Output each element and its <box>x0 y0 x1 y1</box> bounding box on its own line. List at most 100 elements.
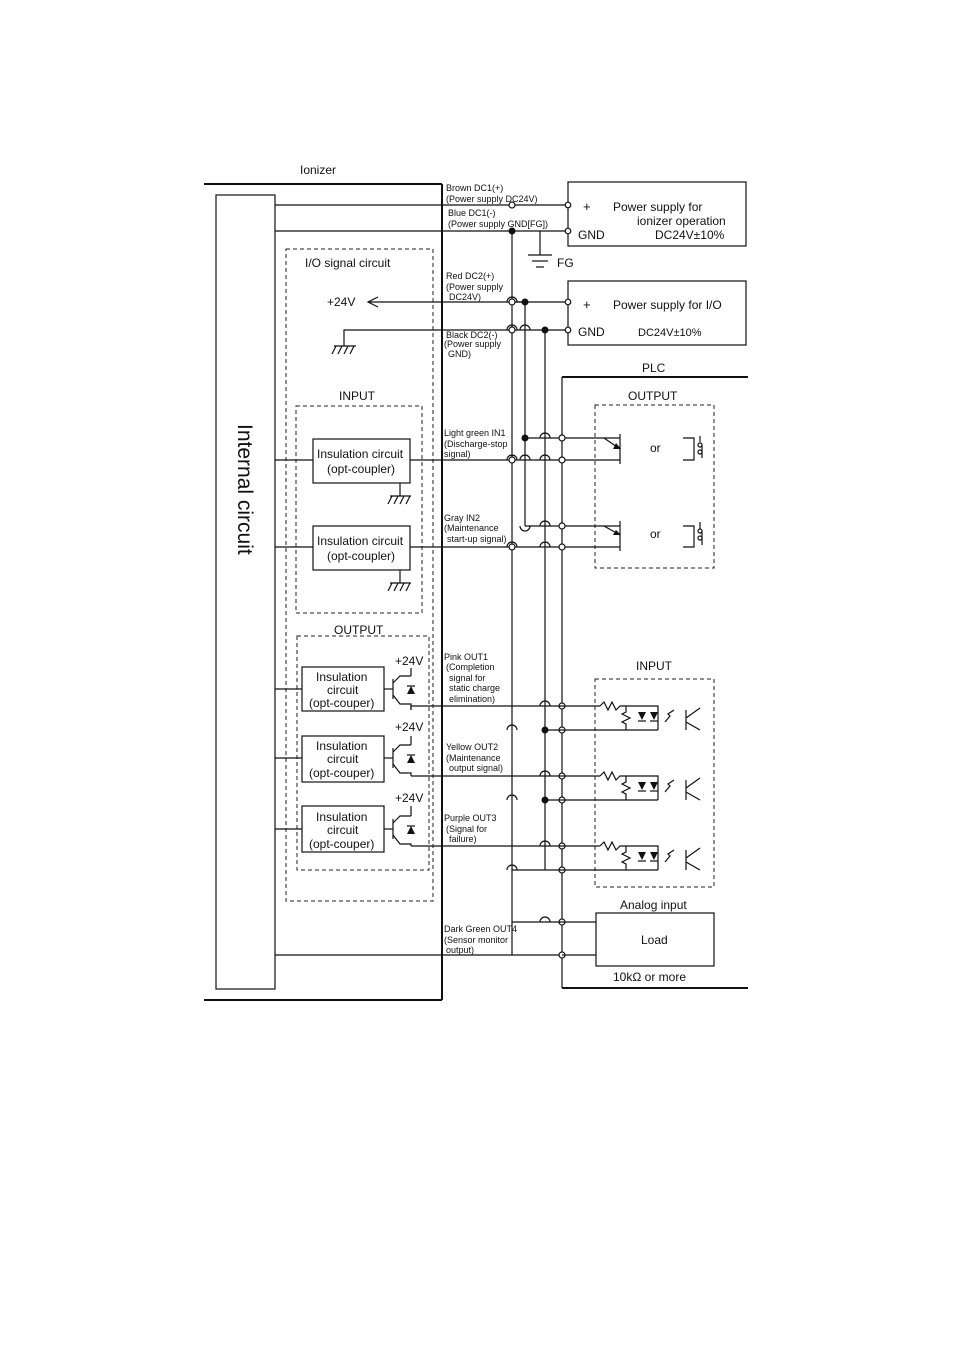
io-signal-circuit-box <box>285 248 434 902</box>
svg-text:Black DC2(-): Black DC2(-) <box>446 330 498 340</box>
psu-ionizer-line2: ionizer operation <box>637 214 726 228</box>
out3-box-line3: (opt-couper) <box>309 837 374 851</box>
input-insulation-circuit-2 <box>312 525 411 571</box>
svg-text:output): output) <box>446 945 474 955</box>
svg-text:(Discharge-stop: (Discharge-stop <box>444 439 508 449</box>
internal-circuit-box <box>215 194 276 990</box>
output-section-label: OUTPUT <box>334 623 384 637</box>
out2-transistor-icon <box>384 736 415 776</box>
svg-text:GND): GND) <box>448 349 471 359</box>
io-ground-icon <box>331 345 356 355</box>
svg-text:DC24V): DC24V) <box>449 292 481 302</box>
out2-box-line1: Insulation <box>316 739 367 753</box>
wire-label-pink: Pink OUT1 (Completion signal for static … <box>444 652 500 704</box>
out1-transistor-icon <box>384 668 415 710</box>
load-label: Load <box>641 933 668 947</box>
fg-label: FG <box>557 256 574 270</box>
psu-ionizer-rating: DC24V±10% <box>655 228 725 242</box>
out1-box-line2: circuit <box>327 683 359 697</box>
svg-text:(Sensor monitor: (Sensor monitor <box>444 935 508 945</box>
psu-ionizer-plus-terminal <box>564 201 572 209</box>
plc-output-box <box>594 404 715 569</box>
plc-input-3-optocoupler-icon <box>599 840 701 871</box>
svg-text:Dark Green OUT4: Dark Green OUT4 <box>444 924 517 934</box>
out1-box-line1: Insulation <box>316 670 367 684</box>
psu-ionizer-gnd-terminal <box>564 227 572 235</box>
svg-text:(Power supply: (Power supply <box>446 282 504 292</box>
load-box <box>595 912 715 967</box>
load-resistance-label: 10kΩ or more <box>613 970 686 984</box>
psu-io-box <box>567 280 747 346</box>
out2-box-line2: circuit <box>327 752 359 766</box>
input-section-label: INPUT <box>339 389 376 403</box>
svg-text:start-up signal): start-up signal) <box>447 534 507 544</box>
wire-label-light-green: Light green IN1 (Discharge-stop signal) <box>444 428 508 459</box>
svg-text:elimination): elimination) <box>449 694 495 704</box>
svg-text:signal for: signal for <box>449 673 486 683</box>
svg-text:failure): failure) <box>449 834 477 844</box>
input-insulation-2-line2: (opt-coupler) <box>327 549 395 563</box>
plc-input-box <box>594 678 715 888</box>
out3-box-line2: circuit <box>327 823 359 837</box>
input-section-box <box>295 405 423 614</box>
ionizer-label: Ionizer <box>300 163 336 177</box>
bus-crossings <box>506 296 551 548</box>
input-insulation-2-line1: Insulation circuit <box>317 534 404 548</box>
out3-plus24v-label: +24V <box>395 791 423 805</box>
out3-transistor-icon <box>384 806 415 846</box>
plc-out2-transistor-icon <box>603 521 621 551</box>
out2-plus24v-label: +24V <box>395 720 423 734</box>
out2-box-line3: (opt-couper) <box>309 766 374 780</box>
svg-text:(Maintenance: (Maintenance <box>444 523 499 533</box>
psu-ionizer-line1: Power supply for <box>613 200 702 214</box>
psu-io-plus-terminal <box>564 298 572 306</box>
svg-text:(Power supply GND[FG]): (Power supply GND[FG]) <box>448 219 548 229</box>
out3-box-line1: Insulation <box>316 810 367 824</box>
wire-label-brown: Brown DC1(+) (Power supply DC24V) <box>446 183 538 204</box>
io-signal-circuit-label: I/O signal circuit <box>305 256 391 270</box>
wire-label-blue: Blue DC1(-) (Power supply GND[FG]) <box>448 208 548 229</box>
psu-ionizer-gnd: GND <box>578 228 605 242</box>
output-insulation-circuit-2 <box>301 735 385 783</box>
plc-label: PLC <box>642 361 666 375</box>
svg-text:(Maintenance: (Maintenance <box>446 753 501 763</box>
io-gnd-wire <box>343 329 510 346</box>
plc-input-label: INPUT <box>636 659 673 673</box>
plus24v-label: +24V <box>327 295 355 309</box>
out-bus-crossings <box>506 700 551 871</box>
plc-output-label: OUTPUT <box>628 389 678 403</box>
psu-io-line1: Power supply for I/O <box>613 298 722 312</box>
plc-input-2-optocoupler-icon <box>599 770 701 801</box>
wire-label-purple: Purple OUT3 (Signal for failure) <box>444 813 497 844</box>
plc-terminals <box>508 201 566 959</box>
in2-ground-icon <box>387 582 411 592</box>
psu-io-rating: DC24V±10% <box>638 327 702 339</box>
svg-text:Purple OUT3: Purple OUT3 <box>444 813 497 823</box>
svg-text:Red DC2(+): Red DC2(+) <box>446 271 494 281</box>
wire-label-yellow: Yellow OUT2 (Maintenance output signal) <box>446 742 503 773</box>
input-insulation-circuit-1 <box>312 438 411 484</box>
plc-out1-or: or <box>650 441 661 455</box>
load-crossing <box>539 916 551 923</box>
plc-input-1-optocoupler-icon <box>599 700 701 731</box>
svg-text:Yellow OUT2: Yellow OUT2 <box>446 742 498 752</box>
plc-out1-transistor-icon <box>603 434 621 464</box>
svg-text:(Completion: (Completion <box>446 662 495 672</box>
input-insulation-1-line2: (opt-coupler) <box>327 462 395 476</box>
analog-input-label: Analog input <box>620 898 687 912</box>
plc-out1-relay-contact-icon <box>683 436 703 461</box>
out1-wire <box>410 705 512 710</box>
plus24v-arrow-icon <box>366 296 379 308</box>
svg-text:Blue DC1(-): Blue DC1(-) <box>448 208 496 218</box>
psu-io-gnd: GND <box>578 325 605 339</box>
svg-text:signal): signal) <box>444 449 471 459</box>
svg-text:(Power supply DC24V): (Power supply DC24V) <box>446 194 538 204</box>
fg-ground-icon <box>528 254 552 268</box>
psu-io-gnd-terminal <box>564 326 572 334</box>
svg-text:Gray IN2: Gray IN2 <box>444 513 480 523</box>
psu-ionizer-plus: + <box>583 199 591 214</box>
svg-text:static charge: static charge <box>449 683 500 693</box>
wire-label-black: Black DC2(-) (Power supply GND) <box>444 330 502 359</box>
wire-label-gray: Gray IN2 (Maintenance start-up signal) <box>444 513 507 544</box>
